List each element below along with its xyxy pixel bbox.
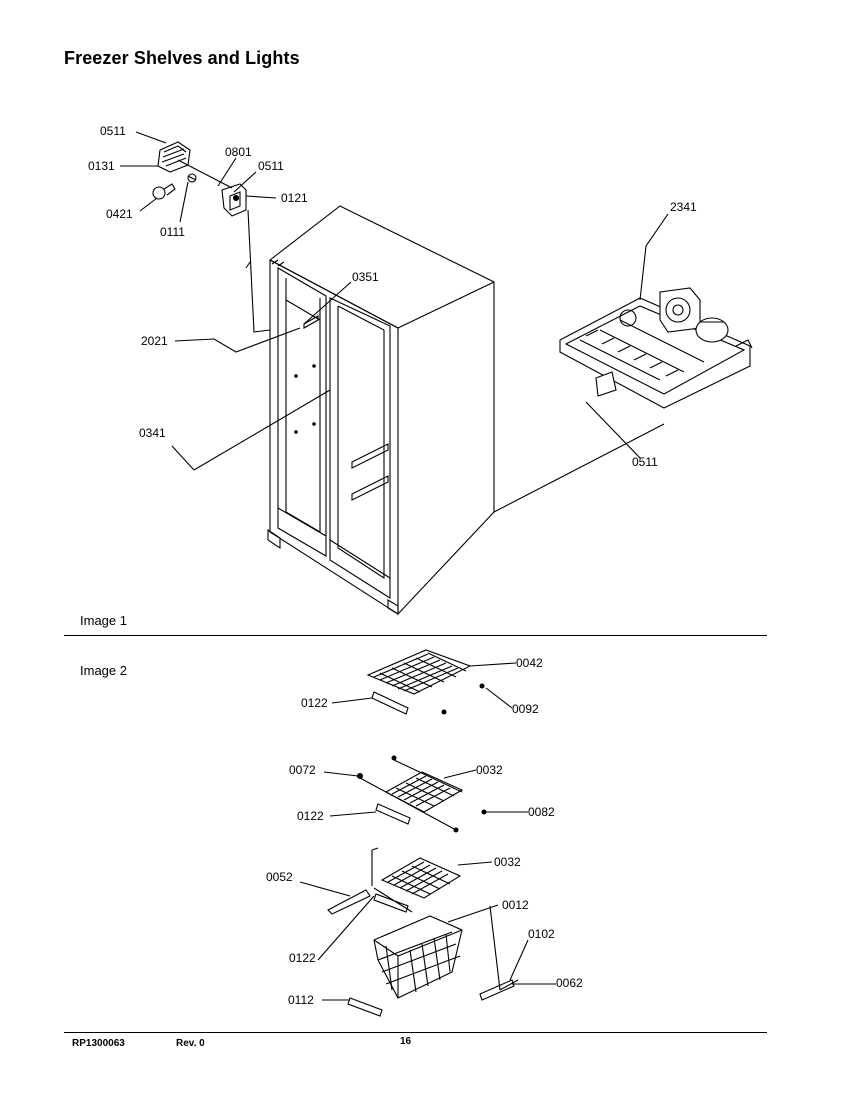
callout-0042-top-shelf: 0042 xyxy=(516,656,543,670)
callout-0801: 0801 xyxy=(225,145,252,159)
cabinet-part xyxy=(267,205,495,616)
footer-doc-id: RP1300063 xyxy=(72,1038,125,1049)
light-socket-part xyxy=(187,173,197,183)
callout-0122-top-shelf-trim: 0122 xyxy=(301,696,328,710)
callout-0341: 0341 xyxy=(139,426,166,440)
callout-0131-light-cover: 0131 xyxy=(88,159,115,173)
callout-0012-basket: 0012 xyxy=(502,898,529,912)
machine-compartment-part xyxy=(559,287,753,409)
callout-0122-basket-trim: 0122 xyxy=(289,951,316,965)
callout-0052: 0052 xyxy=(266,870,293,884)
freezer-shelf-middle-part xyxy=(356,755,487,833)
callout-0511-machine: 0511 xyxy=(632,455,658,469)
callout-0121-light-housing: 0121 xyxy=(281,191,308,205)
callout-0082: 0082 xyxy=(528,805,555,819)
callout-0102: 0102 xyxy=(528,927,555,941)
callout-0122-middle-shelf-trim: 0122 xyxy=(297,809,324,823)
callout-0062: 0062 xyxy=(556,976,583,990)
callout-2341-machine-compartment: 2341 xyxy=(670,200,697,214)
section-divider xyxy=(64,635,767,636)
callout-0421-light-bulb: 0421 xyxy=(106,207,133,221)
section-label-image-2: Image 2 xyxy=(80,663,127,678)
freezer-shelf-top-part xyxy=(366,649,485,715)
footer-revision: Rev. 0 xyxy=(176,1038,205,1049)
callout-0092: 0092 xyxy=(512,702,539,716)
section-label-image-1: Image 1 xyxy=(80,613,127,628)
callout-2021: 2021 xyxy=(141,334,168,348)
light-bulb-part xyxy=(152,183,176,200)
callout-0032-basket-shelf: 0032 xyxy=(494,855,521,869)
freezer-basket-part xyxy=(327,847,519,1017)
footer-divider xyxy=(64,1032,767,1033)
callout-0111-light-socket: 0111 xyxy=(160,225,185,239)
light-cover-part xyxy=(157,141,191,173)
callout-0511-light-cover-clip: 0511 xyxy=(100,124,126,138)
footer-page-number: 16 xyxy=(400,1036,412,1047)
callout-0032-middle-shelf: 0032 xyxy=(476,763,503,777)
callout-0351: 0351 xyxy=(352,270,379,284)
light-switch-housing-part xyxy=(221,183,247,217)
callout-0511-switch: 0511 xyxy=(258,159,284,173)
page-title: Freezer Shelves and Lights xyxy=(64,48,300,68)
callout-0072: 0072 xyxy=(289,763,316,777)
callout-0112: 0112 xyxy=(288,993,314,1007)
